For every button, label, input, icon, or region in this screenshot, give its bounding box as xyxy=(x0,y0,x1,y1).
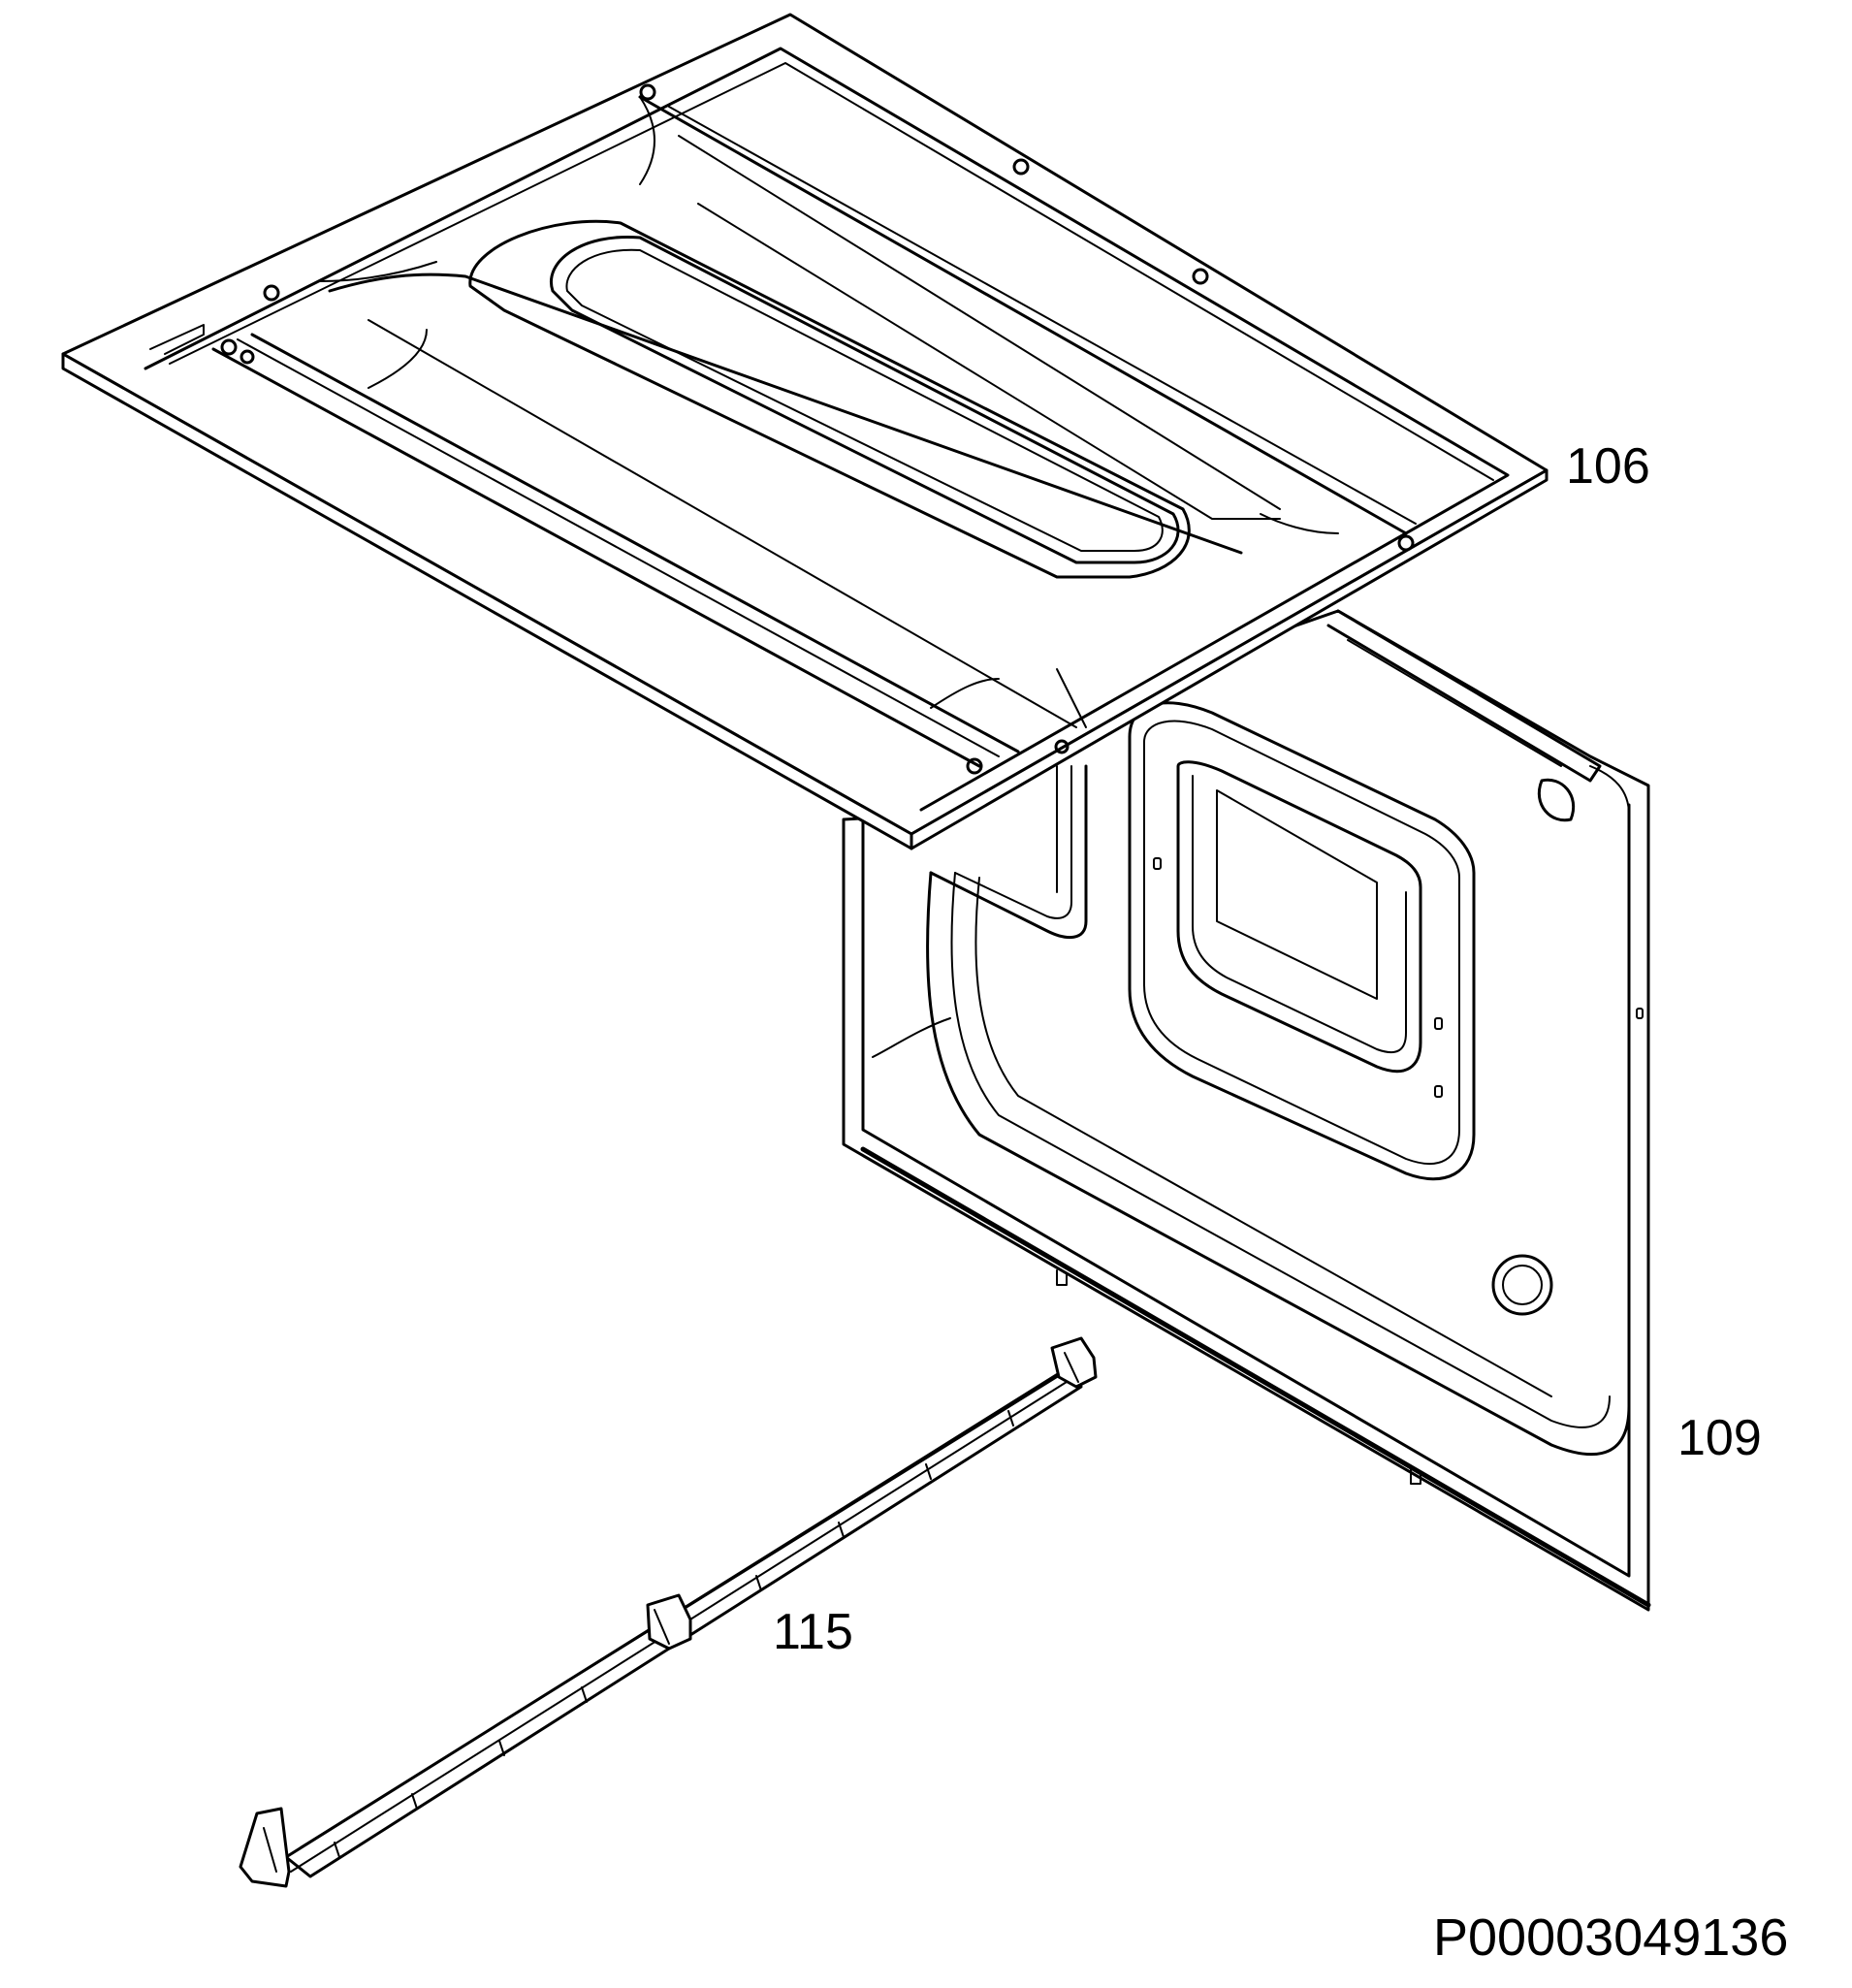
rail-drawing xyxy=(239,1336,1098,1888)
top-panel-drawing xyxy=(61,13,1549,850)
label-109: 109 xyxy=(1677,1410,1762,1466)
back-panel-drawing xyxy=(842,609,1651,1612)
document-id: P00003049136 xyxy=(1433,1908,1788,1967)
label-106: 106 xyxy=(1566,438,1650,495)
label-115: 115 xyxy=(773,1604,853,1660)
